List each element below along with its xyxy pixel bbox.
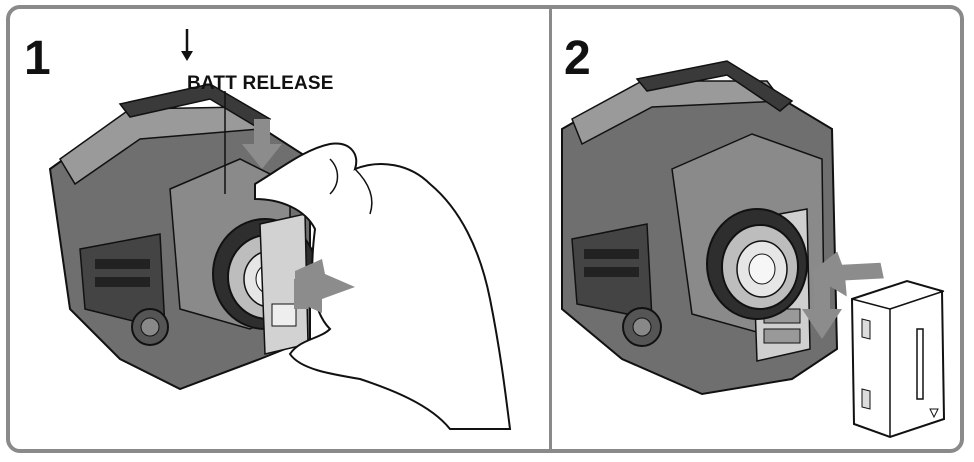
slide-out-arrow bbox=[294, 259, 355, 313]
step-1-illustration bbox=[48, 29, 512, 430]
push-down-arrow bbox=[242, 119, 282, 169]
diagram-frame bbox=[6, 5, 964, 453]
step-2-illustration bbox=[561, 60, 946, 439]
panel-divider bbox=[549, 9, 552, 449]
batt-release-indicator-arrow bbox=[181, 29, 193, 61]
battery-pack bbox=[850, 279, 946, 439]
batt-release-label: BATT RELEASE bbox=[187, 73, 334, 94]
step-number: 1 bbox=[24, 32, 51, 85]
step-2-panel: 2 bbox=[552, 9, 960, 449]
viewfinder-lens bbox=[706, 208, 808, 320]
step-1-panel: 1 BATT RELEASE bbox=[10, 9, 549, 449]
camcorder-body bbox=[561, 60, 839, 396]
insert-arrow bbox=[802, 251, 884, 339]
step-number: 2 bbox=[564, 32, 591, 85]
